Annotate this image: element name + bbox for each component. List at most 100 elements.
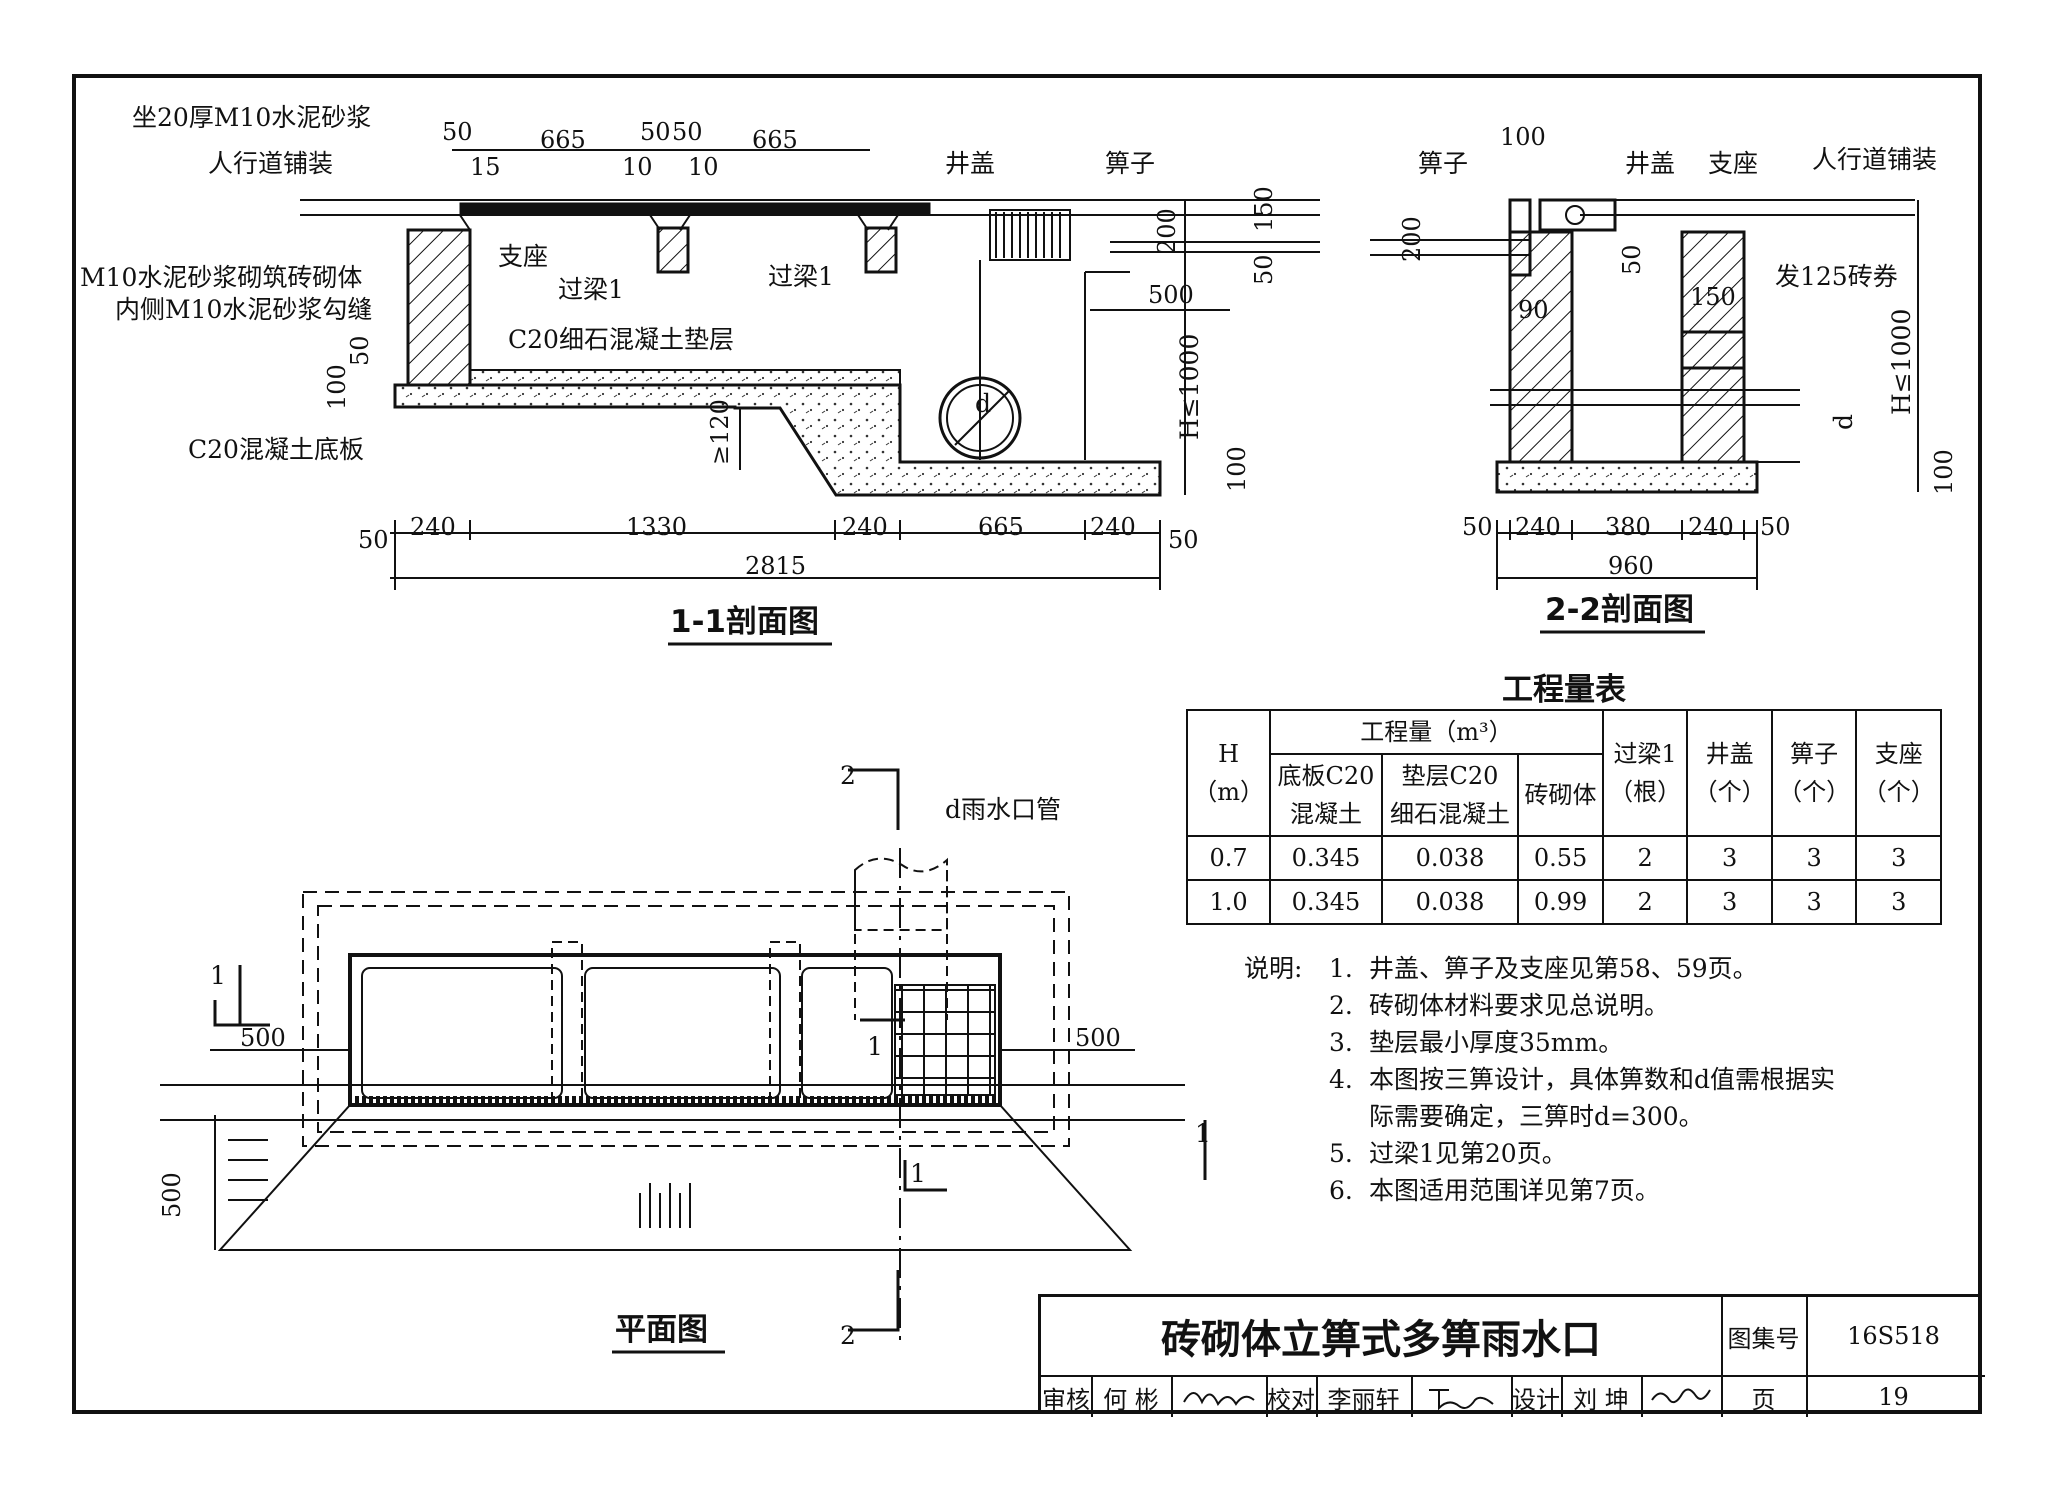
title-block: 砖砌体立箅式多箅雨水口 图集号 16S518 审核 何 彬 校对 李丽轩 设计 …: [1038, 1294, 1985, 1417]
signature-mark: [1429, 1389, 1494, 1411]
review-label: 审核: [1041, 1377, 1093, 1417]
label-cover: 井盖: [945, 149, 995, 178]
dim-2-2-b3: 380: [1605, 513, 1651, 541]
label-beam-b: 过梁1: [768, 262, 834, 291]
section-2-2-title: 2-2剖面图: [1545, 592, 1694, 628]
label-2-2-sidewalk: 人行道铺装: [1812, 145, 1937, 174]
label-brick-body-2: 内侧M10水泥砂浆勾缝: [115, 295, 372, 324]
atlas-number: 16S518: [1847, 1322, 1940, 1350]
table-row: 1.0 0.345 0.038 0.99 2 3 3 3: [1185, 879, 1942, 925]
label-2-2-d: d: [1829, 414, 1858, 430]
label-pipe-d: d: [975, 389, 991, 418]
note-item: 6.本图适用范围详见第7页。: [1329, 1176, 1660, 1205]
col-grate: 箅子（个）: [1770, 709, 1858, 837]
section-1-1-title: 1-1剖面图: [670, 604, 819, 640]
vertical-grate: [989, 209, 1071, 261]
col-brick: 砖砌体: [1517, 753, 1604, 837]
notes-lead: 说明:: [1244, 954, 1303, 983]
dim-top-4: 50: [672, 118, 703, 146]
dim-side-8: 100: [1223, 446, 1251, 492]
beam-1a: [656, 226, 690, 274]
signature-mark: [1182, 1392, 1255, 1407]
drawing-title: 砖砌体立箅式多箅雨水口: [1041, 1297, 1723, 1375]
label-2-2-h: H≤1000: [1887, 309, 1916, 415]
dim-side-4: 500: [1148, 281, 1194, 309]
cushion-layer: [469, 369, 901, 386]
dim-bottom-6: 240: [1090, 513, 1136, 541]
plan-dim-vertical: 500: [158, 1172, 186, 1218]
dim-side-1: 200: [1153, 208, 1181, 254]
dim-bottom-7: 50: [1168, 526, 1199, 554]
dim-2-2-2: 200: [1398, 216, 1426, 262]
dim-2-2-1: 100: [1500, 123, 1546, 151]
label-2-2-support: 支座: [1708, 149, 1758, 178]
designer-name: 刘 坤: [1561, 1377, 1643, 1417]
beam-1b: [864, 226, 898, 274]
check-label: 校对: [1266, 1377, 1318, 1417]
plan-mark-1-left: 1: [210, 961, 226, 990]
col-beam: 过梁1（根）: [1601, 709, 1689, 837]
label-sidewalk: 人行道铺装: [208, 149, 333, 178]
note-item: 3.垫层最小厚度35mm。: [1329, 1028, 1624, 1057]
label-mortar-bed: 坐20厚M10水泥砂浆: [132, 103, 371, 132]
drawing-frame: [72, 74, 1982, 1414]
plan-pipe-label: d雨水口管: [945, 795, 1061, 824]
designer-signature: [1641, 1377, 1723, 1417]
table-row: 0.7 0.345 0.038 0.55 2 3 3 3: [1185, 835, 1942, 881]
label-grate: 箅子: [1105, 149, 1155, 178]
plan-mark-2-bottom: 2: [840, 1321, 856, 1350]
label-2-2-arch: 发125砖券: [1775, 262, 1898, 291]
label-base-slab: C20混凝土底板: [188, 435, 364, 464]
h-header: H（m）: [1185, 709, 1272, 837]
section-1-1-labels: 坐20厚M10水泥砂浆 人行道铺装 M10水泥砂浆砌筑砖砌体 内侧M10水泥砂浆…: [80, 103, 1278, 646]
label-2-2-cover: 井盖: [1625, 149, 1675, 178]
plan-inner-box: [348, 953, 1002, 1107]
atlas-label: 图集号: [1721, 1297, 1808, 1375]
col-cover: 井盖（个）: [1686, 709, 1773, 837]
base-slab: [393, 383, 1162, 497]
dim-bottom-2: 240: [410, 513, 456, 541]
dim-top-1: 50: [442, 118, 473, 146]
plan-dim-right: 500: [1075, 1024, 1121, 1052]
plan-mark-1-right: 1: [1195, 1119, 1211, 1148]
dim-top-8: 10: [688, 153, 719, 181]
left-wall-2-2: [1508, 230, 1574, 464]
right-wall-2-2: [1680, 230, 1746, 334]
checker-signature: [1411, 1377, 1513, 1417]
dim-side-5: 50: [346, 335, 374, 366]
dim-bottom-3: 1330: [626, 513, 687, 541]
page-label: 页: [1721, 1377, 1808, 1417]
label-2-2-grate: 箅子: [1418, 149, 1468, 178]
section-1-1: [300, 149, 1320, 590]
design-label: 设计: [1511, 1377, 1563, 1417]
volume-header: 工程量（m³）: [1269, 709, 1604, 755]
base-2-2: [1495, 460, 1759, 494]
reviewer-signature: [1171, 1377, 1268, 1417]
dim-2-2-b5: 50: [1760, 513, 1791, 541]
section-2-2-labels: 箅子 井盖 支座 人行道铺装 发125砖券 d H≤1000 100 200 5…: [1398, 123, 1958, 634]
dim-2-2-5: 90: [1518, 296, 1549, 324]
plan-title: 平面图: [615, 1312, 708, 1348]
dim-top-5: 665: [752, 126, 798, 154]
plan-mark-1-inner: 1: [867, 1032, 883, 1061]
pipe-circle: [938, 376, 1022, 460]
dim-bottom-4: 240: [842, 513, 888, 541]
notes: 说明:1.井盖、箅子及支座见第58、59页。 2.砖砌体材料要求见总说明。 3.…: [1244, 950, 1835, 1209]
dim-2-2-b2: 240: [1515, 513, 1561, 541]
dim-side-2: 150: [1250, 186, 1278, 232]
dim-side-7: ≥120: [706, 399, 734, 465]
label-brick-body-1: M10水泥砂浆砌筑砖砌体: [80, 263, 362, 292]
dim-2-2-6: 100: [1930, 449, 1958, 495]
plan-grate-grid: [894, 984, 996, 1096]
dim-2-2-b4: 240: [1688, 513, 1734, 541]
dim-total: 2815: [745, 552, 806, 580]
plan-mark-2-top: 2: [840, 761, 856, 790]
note-item: 2.砖砌体材料要求见总说明。: [1329, 991, 1670, 1020]
dim-2-2-4: 150: [1690, 283, 1736, 311]
dim-bottom-5: 665: [978, 513, 1024, 541]
section-2-2: [1370, 198, 1919, 590]
label-beam-a: 过梁1: [558, 275, 624, 304]
note-item: 4.本图按三箅设计，具体箅数和d值需根据实: [1329, 1065, 1836, 1094]
dim-2-2-b1: 50: [1462, 513, 1493, 541]
